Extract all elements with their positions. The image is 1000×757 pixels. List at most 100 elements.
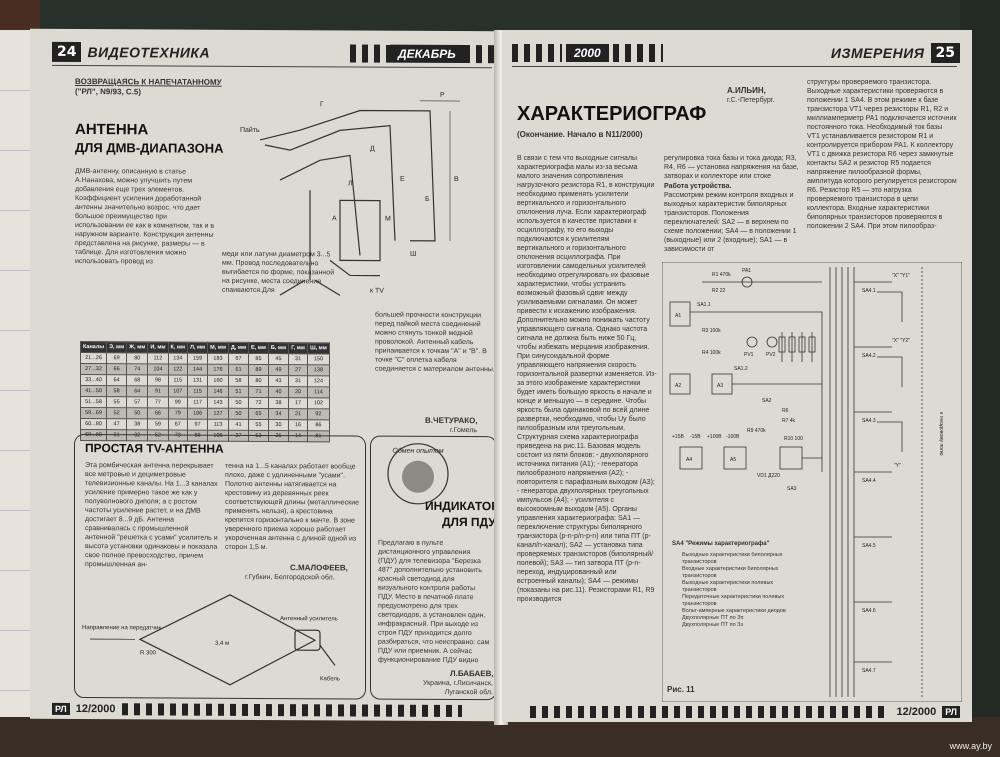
figure-caption: Рис. 11 bbox=[667, 685, 695, 694]
tv-antenna-figure: Направление на передатчик R 300 3,4 м Ан… bbox=[82, 594, 340, 686]
table-header-cell: И, мм bbox=[147, 341, 168, 353]
pdu-author: Л.БАБАЕВ, bbox=[450, 668, 494, 679]
table-cell: 131 bbox=[187, 375, 208, 387]
table-cell: 41...50 bbox=[80, 385, 107, 397]
exchange-stamp-text: Обмен опытом bbox=[392, 447, 443, 455]
legend-item: Выходные характеристики полевых транзист… bbox=[682, 580, 774, 593]
table-header-cell: Д, мм bbox=[228, 342, 249, 354]
legend-title: SA4 "Режимы характериографа" bbox=[672, 541, 770, 547]
schem-label: SA4.1 bbox=[862, 288, 876, 294]
table-cell: 115 bbox=[187, 386, 208, 398]
table-cell: 138 bbox=[307, 364, 330, 376]
table-cell: 98 bbox=[147, 374, 168, 386]
table-cell: 74 bbox=[126, 363, 148, 375]
schem-label: SA4.7 bbox=[862, 668, 876, 674]
issue-date: 12/2000 bbox=[75, 703, 116, 716]
schem-label: R10 100 bbox=[784, 436, 803, 442]
schem-label: "Y" bbox=[894, 463, 901, 469]
table-cell: 102 bbox=[307, 397, 330, 409]
table-header-cell: К, мм bbox=[168, 341, 188, 354]
table-cell: 17 bbox=[288, 397, 308, 409]
article-column-1: В связи с тем что выходные сигналы харак… bbox=[517, 155, 657, 603]
fig-label: Л bbox=[348, 180, 353, 187]
table-cell: 92 bbox=[307, 408, 330, 420]
article-column-2: регулировка тока базы и тока диода; R3, … bbox=[664, 155, 799, 180]
table-cell: 176 bbox=[207, 364, 229, 376]
table-cell: 55 bbox=[106, 396, 127, 408]
table-cell: 150 bbox=[307, 353, 330, 365]
schem-label: SA4.2 bbox=[862, 353, 876, 359]
schematic-figure: PA1 R1 470k R2 22 SA1.1 R3 100k R4 100k … bbox=[662, 262, 962, 702]
table-cell: 41 bbox=[228, 419, 249, 431]
table-header-cell: Е, мм bbox=[248, 342, 269, 354]
table-cell: 80 bbox=[248, 375, 269, 387]
tv-fig-label: Кабель bbox=[320, 676, 340, 682]
table-cell: 59...69 bbox=[80, 407, 107, 419]
antenna-city: г.Гомель bbox=[450, 426, 478, 435]
schem-label: -15В bbox=[690, 434, 701, 440]
right-header: ИЗМЕРЕНИЯ 25 bbox=[831, 42, 960, 64]
table-cell: 77 bbox=[147, 396, 168, 408]
table-cell: 146 bbox=[207, 386, 229, 398]
watermark: www.ay.by bbox=[949, 741, 992, 751]
table-cell: 20 bbox=[288, 386, 308, 398]
article-author: А.ИЛЬИН, bbox=[727, 86, 766, 95]
fig-label: В bbox=[454, 176, 459, 183]
legend-item: Двухполярные ПТ по Зп bbox=[682, 615, 744, 621]
schem-label: VD1 Д220 bbox=[757, 473, 780, 479]
table-cell: 50 bbox=[228, 408, 249, 420]
section-title: ИЗМЕРЕНИЯ bbox=[830, 45, 925, 61]
table-cell: 68 bbox=[126, 374, 148, 386]
table-cell: 64 bbox=[106, 374, 127, 386]
schem-label: SA4.3 bbox=[862, 418, 876, 424]
legend-item: Двухполярные ПТ по Зз bbox=[682, 622, 744, 628]
antenna-text-2: меди или латуни диаметром 3...5 мм. Пров… bbox=[222, 250, 335, 295]
right-footer: 12/2000 РЛ bbox=[530, 706, 960, 718]
schem-label: SA4.4 bbox=[862, 478, 876, 484]
return-heading: ВОЗВРАЩАЯСЬ К НАПЕЧАТАННОМУ bbox=[75, 77, 222, 87]
footer-bars bbox=[530, 706, 891, 718]
table-cell: 99 bbox=[168, 396, 188, 409]
table-cell: 67 bbox=[168, 418, 188, 431]
antenna-text-3: большей прочности конструкции перед пайк… bbox=[375, 311, 495, 374]
table-cell: 50 bbox=[228, 397, 249, 409]
table-cell: 183 bbox=[207, 353, 229, 365]
tv-title: ПРОСТАЯ TV-АНТЕННА bbox=[85, 441, 224, 456]
schem-label: SA2 bbox=[762, 398, 772, 404]
table-cell: 58 bbox=[228, 375, 249, 387]
pdu-title: ИНДИКАТОР bbox=[425, 498, 500, 514]
year-badge: 2000 bbox=[566, 44, 609, 62]
schem-label: SA3 bbox=[787, 486, 797, 492]
schem-label: A3 bbox=[717, 383, 723, 389]
table-cell: 143 bbox=[207, 397, 229, 409]
tv-fig-label: R 300 bbox=[140, 650, 157, 656]
header-bars bbox=[350, 44, 390, 63]
article-column-3: структуры проверяемого транзистора. Выхо… bbox=[807, 79, 957, 230]
table-cell: 91 bbox=[147, 385, 168, 397]
exchange-stamp: Обмен опытом bbox=[387, 443, 449, 505]
table-cell: 117 bbox=[187, 397, 208, 409]
tv-fig-label: 3,4 м bbox=[215, 641, 229, 647]
table-cell: 65 bbox=[248, 408, 269, 420]
fig-label: Р bbox=[440, 92, 445, 99]
fig-label: Ш bbox=[410, 251, 416, 258]
table-cell: 61 bbox=[228, 364, 249, 376]
table-cell: 31 bbox=[288, 353, 308, 365]
fig-label: Пайть bbox=[240, 126, 260, 134]
legend-item: Выходные характеристики биполярных транз… bbox=[682, 552, 783, 565]
table-cell: 64 bbox=[126, 385, 148, 397]
table-cell: 27 bbox=[288, 364, 308, 376]
schem-label: +100В bbox=[707, 434, 722, 440]
schem-label: R3 100k bbox=[702, 328, 721, 334]
table-cell: 21 bbox=[288, 408, 308, 420]
table-cell: 79 bbox=[168, 407, 188, 420]
schem-label: R7 4k bbox=[782, 418, 796, 424]
section-title: ВИДЕОТЕХНИКА bbox=[87, 44, 211, 61]
table-header-cell: Л, мм bbox=[187, 342, 208, 354]
legend-item: Передаточные характеристики полевых тран… bbox=[682, 594, 785, 607]
schem-label: PV1 bbox=[744, 352, 754, 358]
table-cell: 89 bbox=[248, 364, 269, 376]
schem-label: SA4.6 bbox=[862, 608, 876, 614]
pdu-text: Предлагаю в пульте дистанционного управл… bbox=[378, 539, 490, 668]
